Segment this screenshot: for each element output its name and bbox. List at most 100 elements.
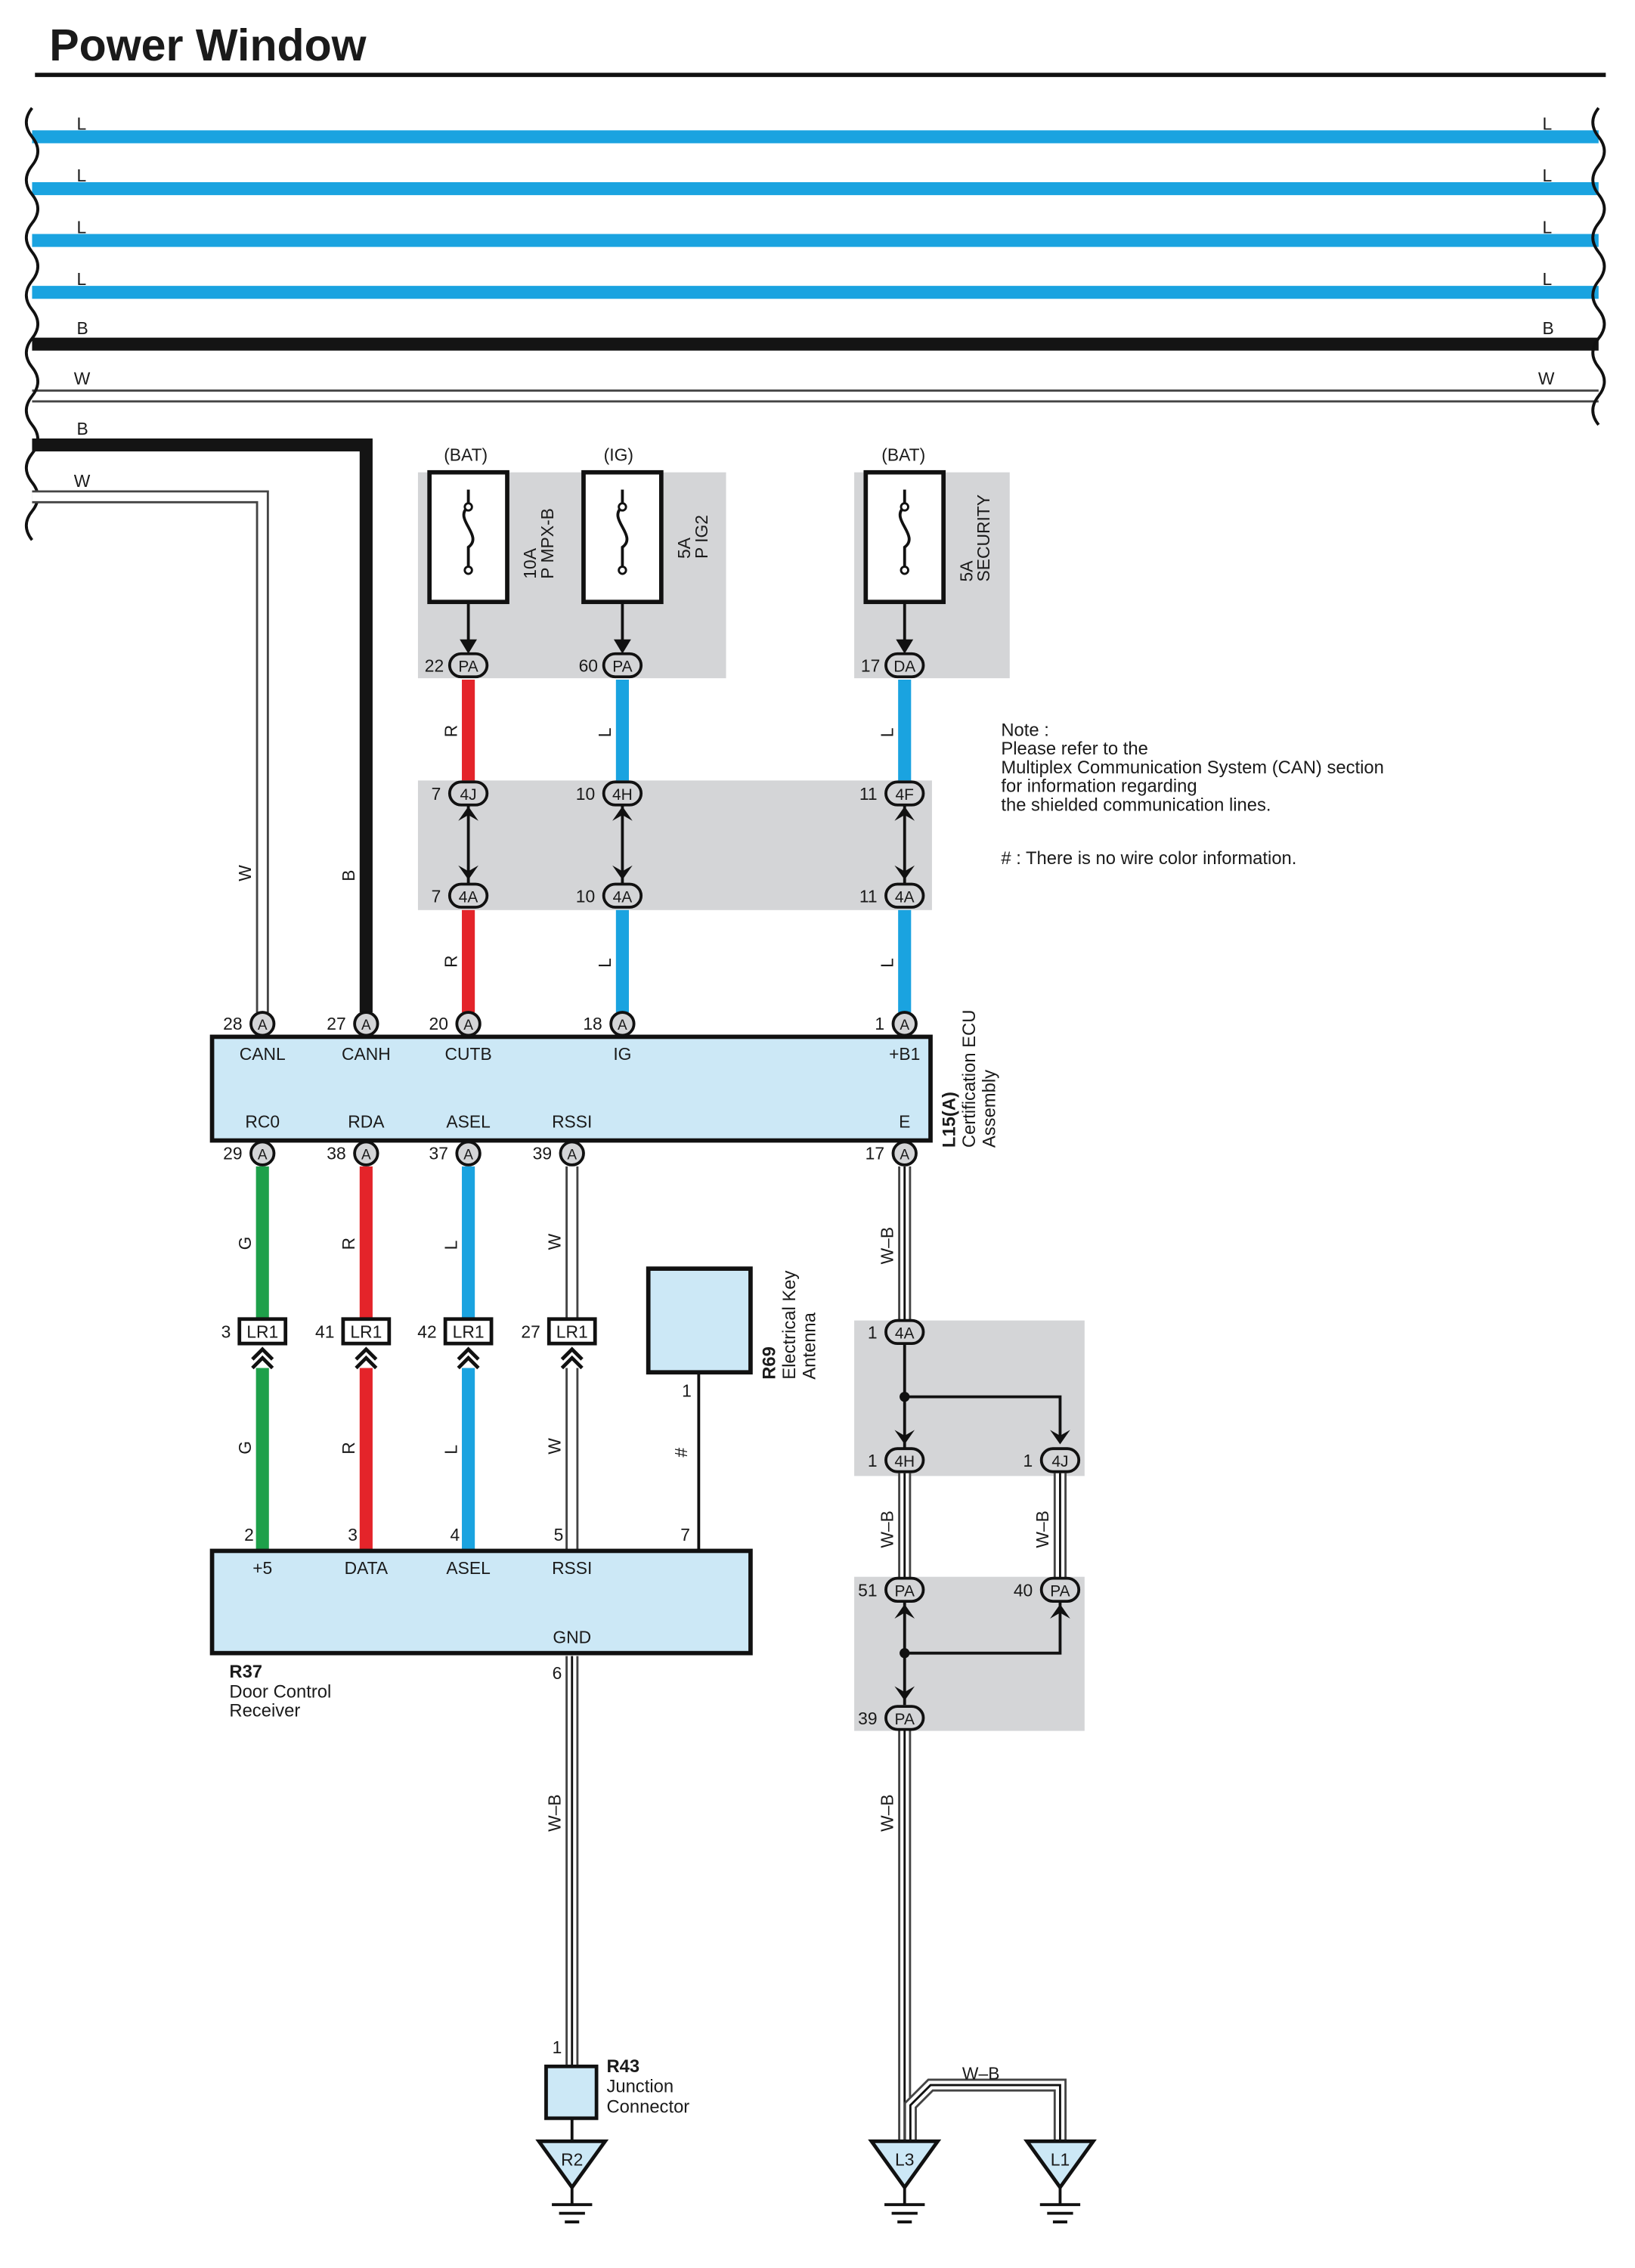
svg-text:27: 27 <box>521 1322 540 1342</box>
svg-text:1: 1 <box>875 1014 884 1033</box>
lr1-connectors: LR1 3 LR1 41 LR1 42 LR1 27 <box>221 1317 597 1370</box>
receiver-ground-wire: W–B 1 R43 Junction Connector <box>544 1656 689 2142</box>
fuse-connectors: PA 22 PA 60 DA 17 <box>425 652 925 679</box>
fuse-rating-2: 5A <box>674 537 694 559</box>
note-line-6: # : There is no wire color information. <box>1001 848 1296 869</box>
svg-text:4H: 4H <box>612 786 633 804</box>
svg-text:A: A <box>900 1018 909 1033</box>
wire-color-l-3: L <box>595 958 615 968</box>
svg-text:R2: R2 <box>561 2150 583 2170</box>
svg-text:17: 17 <box>865 1143 884 1163</box>
svg-text:W–B: W–B <box>878 1794 897 1832</box>
svg-text:LR1: LR1 <box>453 1322 485 1342</box>
svg-text:4J: 4J <box>460 786 477 804</box>
svg-text:A: A <box>900 1147 909 1163</box>
svg-text:4A: 4A <box>895 1325 915 1342</box>
svg-text:22: 22 <box>425 656 444 676</box>
bus-label-right-1: L <box>1543 113 1553 133</box>
svg-text:GND: GND <box>553 1627 591 1647</box>
svg-text:11: 11 <box>859 886 878 906</box>
bus-label-left-6: W <box>74 369 91 389</box>
svg-text:1: 1 <box>553 2037 562 2057</box>
wire-color-r-1: R <box>441 725 460 738</box>
signal-wires: G R L W G R L W <box>235 1166 579 1551</box>
svg-text:17: 17 <box>861 656 880 676</box>
can-branch-wires: B W W B <box>32 419 373 1013</box>
bus-label-right-3: L <box>1543 218 1553 237</box>
bus-label-right-2: L <box>1543 166 1553 185</box>
svg-text:5: 5 <box>554 1525 564 1545</box>
ground-l1: L1 <box>1023 2139 1097 2223</box>
svg-text:Junction: Junction <box>606 2077 674 2097</box>
svg-text:W–B: W–B <box>962 2063 1000 2083</box>
svg-text:L: L <box>441 1445 460 1455</box>
svg-text:LR1: LR1 <box>556 1322 588 1342</box>
svg-text:1: 1 <box>682 1381 692 1401</box>
svg-text:RC0: RC0 <box>245 1111 280 1131</box>
svg-text:7: 7 <box>432 886 441 906</box>
svg-text:R: R <box>339 1238 358 1250</box>
bus-label-right-4: L <box>1543 269 1553 289</box>
ecu-code: L15(A) <box>939 1092 959 1148</box>
svg-text:29: 29 <box>223 1143 242 1163</box>
svg-text:7: 7 <box>680 1525 690 1545</box>
fuse-name-3: SECURITY <box>974 494 993 582</box>
note-line-4: for information regarding <box>1001 776 1197 797</box>
svg-text:Door Control: Door Control <box>229 1682 331 1703</box>
svg-text:4A: 4A <box>459 888 478 906</box>
svg-text:20: 20 <box>429 1014 448 1033</box>
fuse-rating-1: 10A <box>520 547 540 578</box>
bus-wires: L L L L B W L L L L B W <box>24 107 1606 541</box>
note: Note : Please refer to the Multiplex Com… <box>1001 720 1383 869</box>
ecu-box <box>209 1034 933 1143</box>
certification-ecu: A 28 CANL A 27 CANH A 20 CUTB A 18 IG A … <box>209 1010 1000 1167</box>
ecu-name-1: Certification ECU <box>959 1010 980 1148</box>
svg-text:1: 1 <box>868 1451 878 1470</box>
fuse-source-3: (BAT) <box>881 445 925 465</box>
ecu-bottom-pins: RC0 A 29 RDA A 38 ASEL A 37 RSSI A 39 E … <box>223 1111 918 1167</box>
svg-text:DATA: DATA <box>345 1558 389 1578</box>
fuse-name-1: P MPX-B <box>537 508 557 579</box>
svg-text:G: G <box>235 1441 255 1455</box>
bus-label-right-6: W <box>1538 369 1555 389</box>
wire-color-l-2: L <box>878 728 897 738</box>
wire-color-w-canl: W <box>235 865 255 881</box>
svg-text:Electrical Key: Electrical Key <box>779 1271 800 1380</box>
svg-text:L3: L3 <box>895 2150 914 2170</box>
wire-color-b-canh: B <box>339 869 358 881</box>
svg-text:PA: PA <box>895 1582 915 1600</box>
svg-text:37: 37 <box>429 1143 448 1163</box>
svg-text:PA: PA <box>458 658 478 676</box>
svg-text:4J: 4J <box>1051 1453 1068 1470</box>
svg-text:40: 40 <box>1014 1580 1033 1600</box>
fuse-source-2: (IG) <box>604 445 633 465</box>
bus-label-left-1: L <box>77 113 87 133</box>
svg-text:CANL: CANL <box>240 1044 286 1064</box>
svg-text:PA: PA <box>612 658 632 676</box>
svg-text:Receiver: Receiver <box>229 1700 300 1721</box>
svg-text:DA: DA <box>893 658 915 676</box>
svg-text:4A: 4A <box>895 888 915 906</box>
junction-connector-box <box>544 2064 599 2121</box>
svg-text:51: 51 <box>858 1580 877 1600</box>
svg-text:7: 7 <box>432 784 441 804</box>
wire-color-r-2: R <box>441 956 460 968</box>
svg-text:A: A <box>567 1147 577 1163</box>
svg-text:R69: R69 <box>759 1346 779 1380</box>
svg-text:RDA: RDA <box>348 1111 385 1131</box>
svg-text:W: W <box>545 1233 565 1250</box>
svg-text:PA: PA <box>895 1711 915 1728</box>
svg-text:18: 18 <box>583 1014 602 1033</box>
svg-text:+B1: +B1 <box>889 1044 920 1064</box>
wire-color-l-1: L <box>595 728 615 738</box>
svg-text:R37: R37 <box>229 1662 262 1682</box>
note-line-1: Note : <box>1001 720 1049 740</box>
svg-text:LR1: LR1 <box>350 1322 382 1342</box>
junction-column-3: 4F 11 4A 11 <box>859 780 925 909</box>
svg-text:1: 1 <box>868 1322 878 1342</box>
note-line-2: Please refer to the <box>1001 739 1147 759</box>
bus-label-left-2: L <box>77 166 87 185</box>
svg-text:4F: 4F <box>896 786 914 804</box>
svg-text:A: A <box>258 1018 268 1033</box>
